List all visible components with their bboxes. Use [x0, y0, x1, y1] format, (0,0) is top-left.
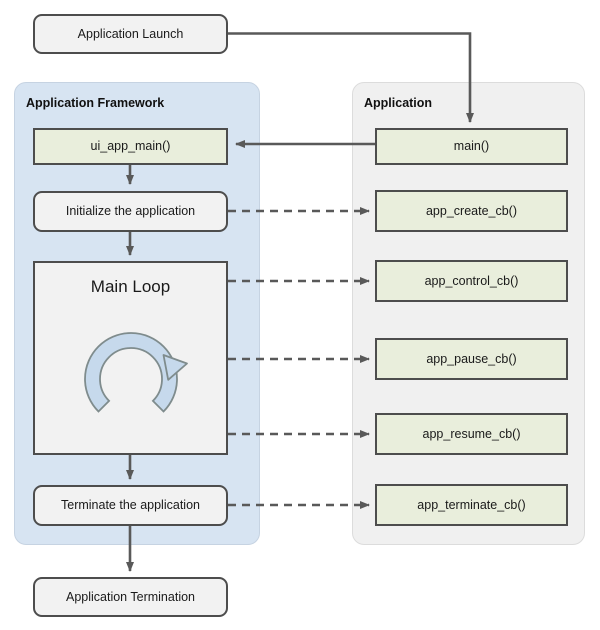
main-loop-label: Main Loop	[90, 277, 171, 296]
node-application-termination[interactable]: Application Termination	[33, 577, 228, 617]
refresh-loop-icon	[67, 315, 195, 447]
node-app-terminate-cb[interactable]: app_terminate_cb()	[375, 484, 568, 526]
panel-application-title: Application	[364, 96, 433, 110]
node-app-resume-cb[interactable]: app_resume_cb()	[375, 413, 568, 455]
node-main[interactable]: main()	[375, 128, 568, 165]
panel-application-framework-title: Application Framework	[26, 96, 165, 110]
node-app-pause-cb[interactable]: app_pause_cb()	[375, 338, 568, 380]
node-main-loop[interactable]: Main Loop	[33, 261, 228, 455]
node-app-create-cb[interactable]: app_create_cb()	[375, 190, 568, 232]
node-application-launch[interactable]: Application Launch	[33, 14, 228, 54]
node-ui-app-main[interactable]: ui_app_main()	[33, 128, 228, 165]
node-terminate-the-application[interactable]: Terminate the application	[33, 485, 228, 526]
node-initialize-the-application[interactable]: Initialize the application	[33, 191, 228, 232]
node-app-control-cb[interactable]: app_control_cb()	[375, 260, 568, 302]
